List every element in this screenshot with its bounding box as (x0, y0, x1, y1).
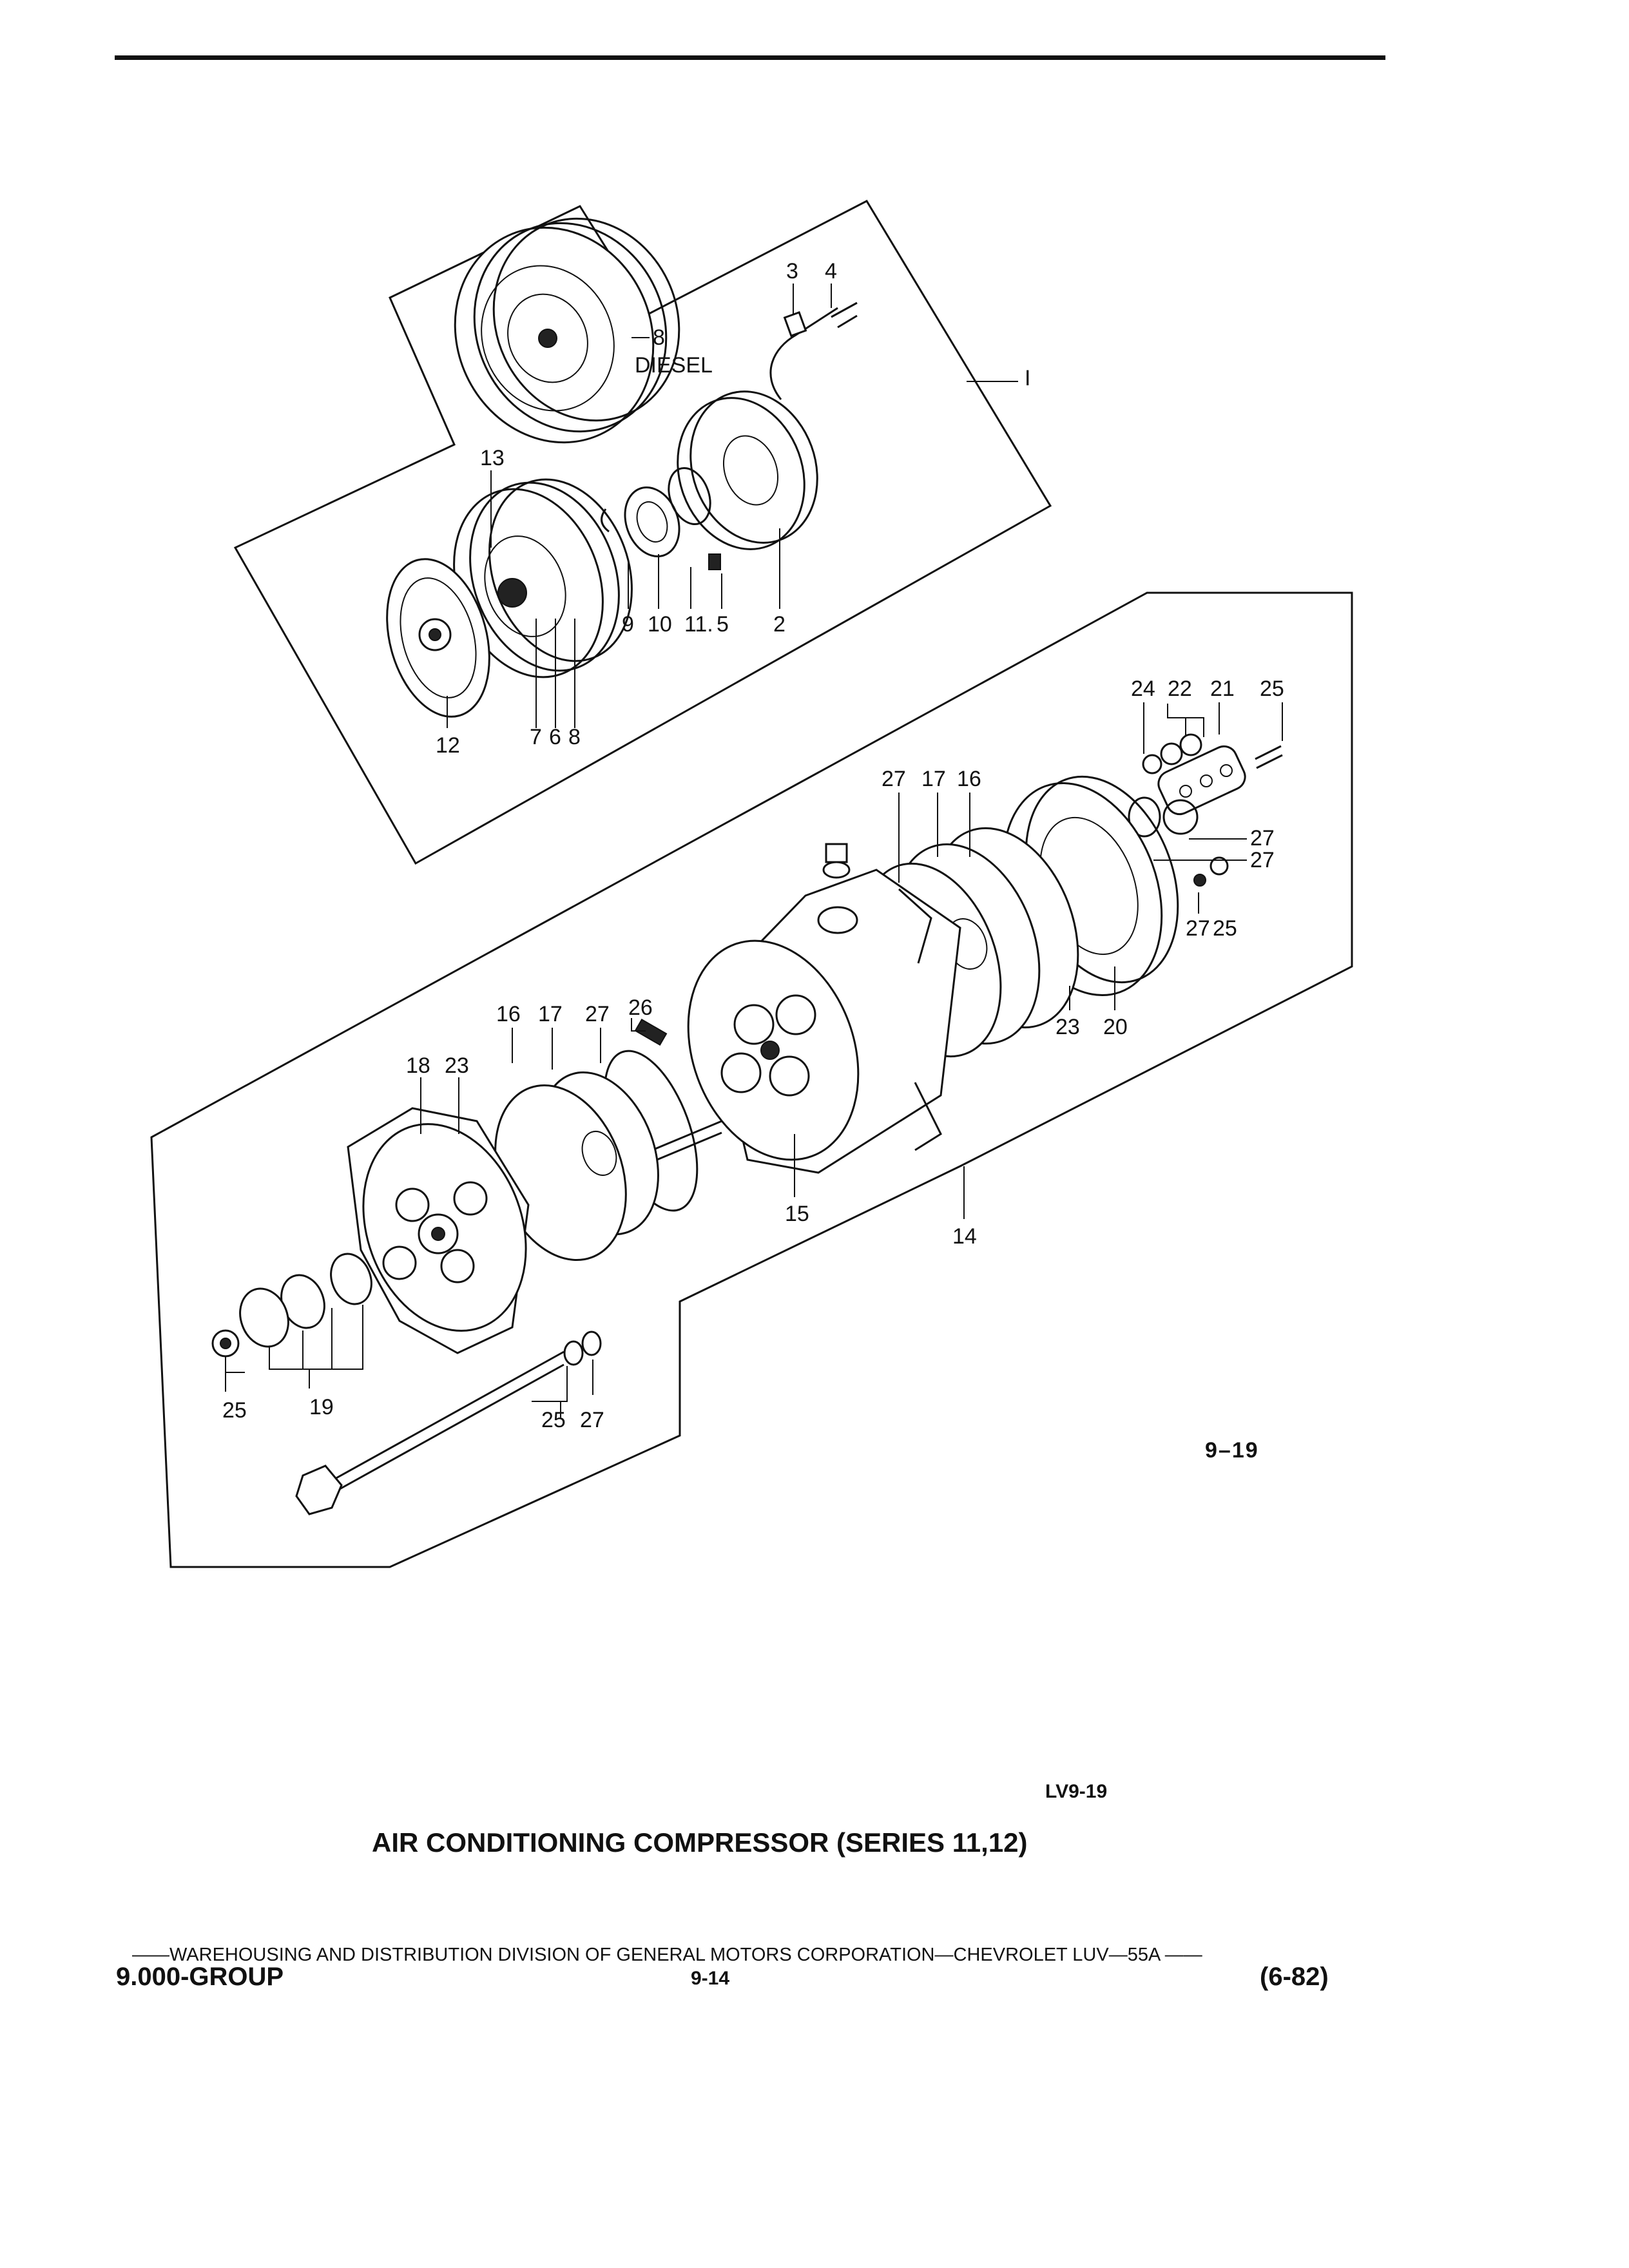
compressor-shaft (644, 1120, 722, 1155)
page-title: AIR CONDITIONING COMPRESSOR (SERIES 11,1… (372, 1827, 1028, 1858)
callout-26: 26 (628, 995, 653, 1020)
clutch-coil (677, 390, 818, 550)
callout-19: 19 (309, 1395, 334, 1419)
callout-25-seal: 25 (222, 1398, 247, 1423)
callout-27-b: 27 (1250, 848, 1275, 872)
callout-16-rear: 16 (957, 767, 981, 791)
pulley-bearing (601, 466, 721, 570)
footer-group: 9.000-GROUP (116, 1963, 284, 1991)
figure-number: 9–19 (1205, 1438, 1259, 1463)
callout-25-top: 25 (1260, 677, 1284, 701)
callout-6: 6 (549, 725, 561, 749)
callout-27-a: 27 (1250, 826, 1275, 850)
callout-17-front: 17 (538, 1002, 563, 1026)
callout-3: 3 (786, 259, 798, 284)
callout-22: 22 (1168, 677, 1192, 701)
callout-24: 24 (1131, 677, 1155, 701)
callout-11: 11. (684, 612, 713, 637)
rear-cover-plate (1128, 733, 1283, 887)
callout-7: 7 (530, 725, 542, 749)
clutch-group-outline (233, 200, 1052, 865)
callout-12: 12 (436, 733, 460, 758)
top-rule (115, 55, 1385, 60)
through-bolt (295, 1331, 602, 1515)
lead-wire (769, 302, 858, 400)
callout-10: 10 (648, 612, 672, 637)
callout-27-bolt: 27 (580, 1408, 604, 1432)
footer-page-number: 9-14 (691, 1968, 730, 1989)
callout-1: I (1025, 366, 1030, 390)
callout-21: 21 (1210, 677, 1235, 701)
callout-diesel: DIESEL (635, 353, 713, 378)
callout-27-front: 27 (585, 1002, 610, 1026)
callout-8-diesel: 8 (653, 325, 665, 350)
diesel-pulley (454, 217, 680, 444)
callout-23-rear: 23 (1055, 1015, 1080, 1039)
callout-20: 20 (1103, 1015, 1128, 1039)
callout-16-front: 16 (496, 1002, 521, 1026)
callout-2: 2 (773, 612, 786, 637)
callout-13: 13 (480, 446, 505, 470)
callout-25-bolt: 25 (541, 1408, 566, 1432)
front-head (347, 1107, 530, 1354)
clutch-leaders (447, 284, 1018, 728)
callout-27-rear: 27 (882, 767, 906, 791)
callout-14: 14 (952, 1224, 977, 1249)
illustration-code: LV9-19 (1045, 1781, 1108, 1802)
callout-17-rear: 17 (921, 767, 946, 791)
shaft-seal-parts (211, 1253, 372, 1358)
callout-labels: 3 4 8 DIESEL I 13 9 10 11. 5 2 12 7 6 8 … (222, 259, 1284, 1432)
callout-4: 4 (825, 259, 837, 284)
footer-publisher-line: ——WAREHOUSING AND DISTRIBUTION DIVISION … (132, 1945, 1202, 1965)
callout-23-front: 23 (445, 1053, 469, 1078)
callout-8: 8 (568, 725, 581, 749)
compressor-leaders (225, 702, 1283, 1418)
callout-27-c: 27 (1186, 916, 1210, 941)
callout-9: 9 (622, 612, 634, 637)
callout-18: 18 (406, 1053, 430, 1078)
compressor-group-outline (150, 591, 1353, 1568)
compressor-body (687, 843, 961, 1174)
clutch-hub (386, 558, 490, 718)
footer-date: (6-82) (1260, 1963, 1329, 1991)
callout-15: 15 (785, 1202, 809, 1226)
callout-5: 5 (717, 612, 729, 637)
callout-25-rear: 25 (1213, 916, 1237, 941)
front-valve-plates (494, 1018, 699, 1262)
